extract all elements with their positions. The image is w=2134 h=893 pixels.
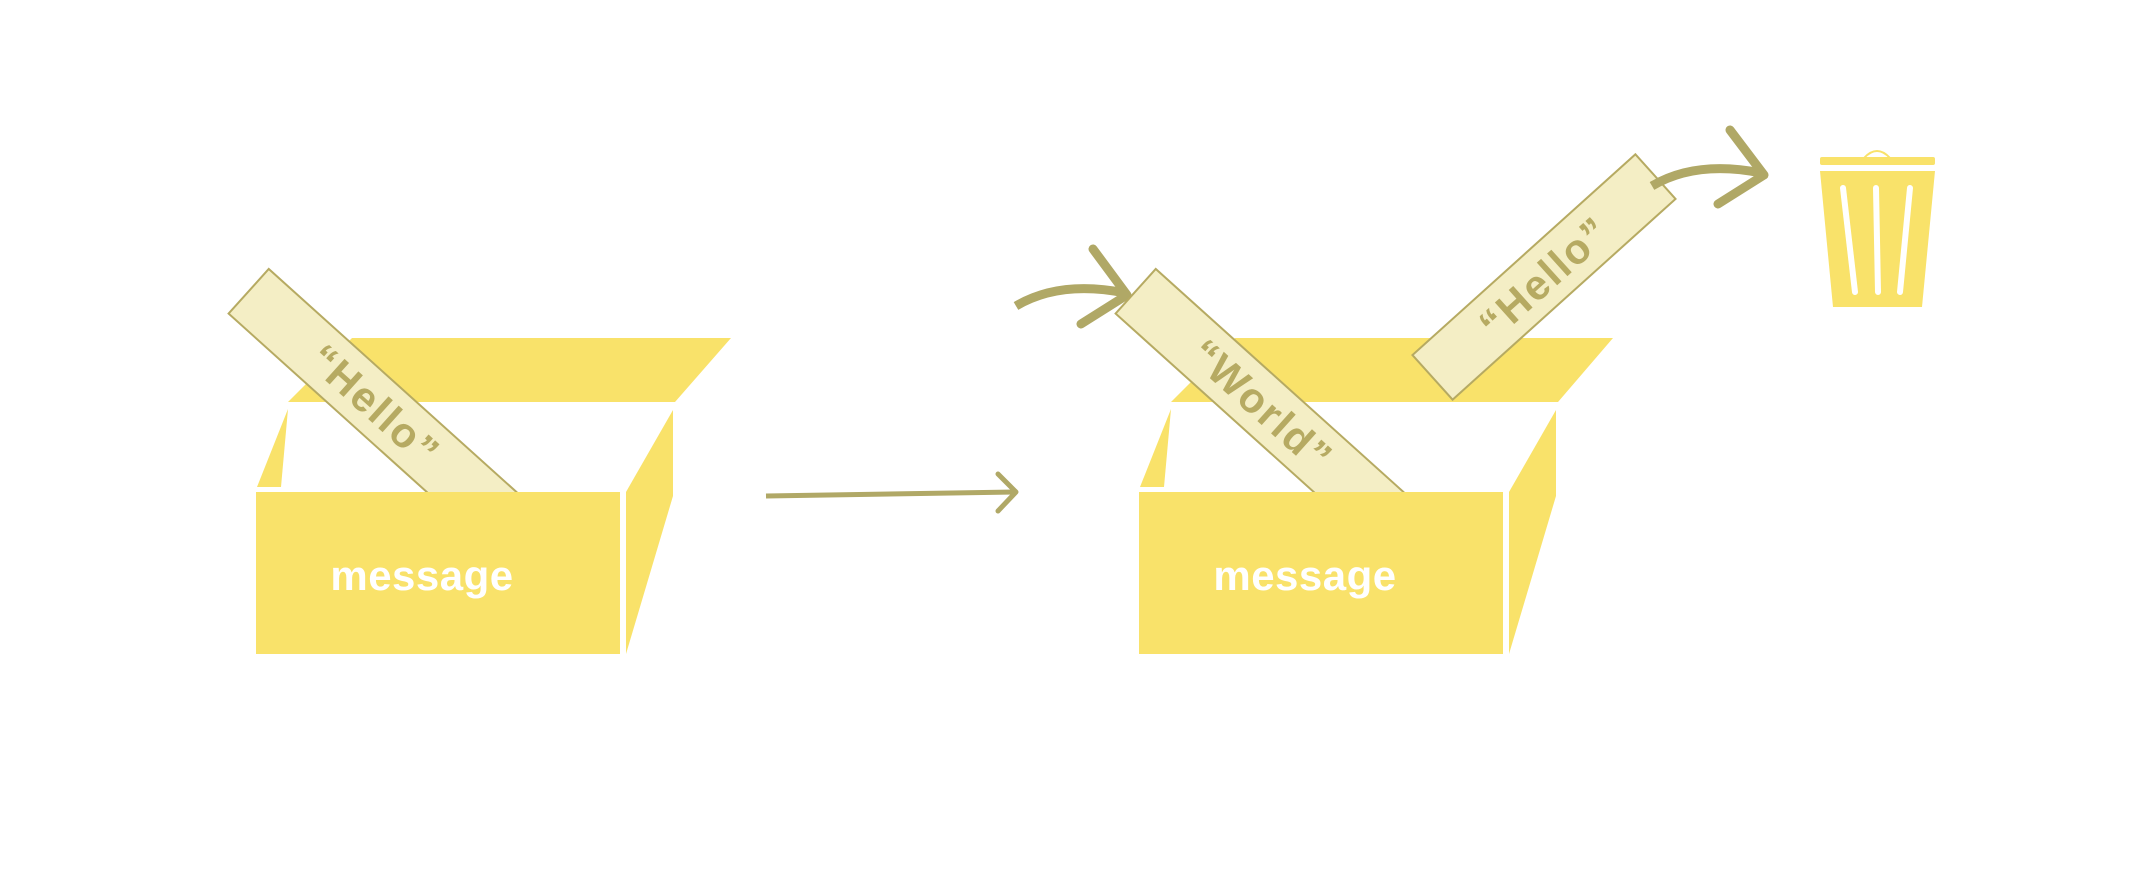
arrow-right-icon <box>765 471 1019 514</box>
box-left-label: message <box>330 552 513 599</box>
box-left: “Hello” message <box>227 267 731 654</box>
trash-lid <box>1820 157 1935 165</box>
box-right-label: message <box>1213 552 1396 599</box>
trash-can-icon <box>1820 150 1935 307</box>
box-right: “World” message <box>1114 267 1613 654</box>
trash-rib-right <box>1897 185 1913 295</box>
box-left-front <box>256 492 620 654</box>
box-right-right-panel <box>1509 410 1556 654</box>
box-left-side-flap <box>257 409 288 487</box>
arrow-right-head <box>995 471 1019 514</box>
curved-arrow-icon <box>1649 125 1769 209</box>
discard-arrow-head <box>1713 125 1769 209</box>
discard-arrow-body <box>1649 164 1762 190</box>
note-discarded-text: “Hello” <box>1470 207 1619 348</box>
insert-arrow-head <box>1076 244 1132 329</box>
box-right-front <box>1139 492 1503 654</box>
box-left-right-panel <box>626 410 673 654</box>
insert-arrow-body <box>1013 284 1126 310</box>
arrow-right-shaft <box>765 489 1016 499</box>
trash-ribs <box>1840 185 1913 295</box>
curved-arrow-icon <box>1013 244 1132 329</box>
trash-rib-left <box>1840 185 1858 295</box>
box-right-side-flap <box>1140 409 1171 487</box>
trash-handle <box>1863 150 1891 159</box>
note-discarded-paper <box>1411 152 1677 402</box>
trash-rib-middle <box>1873 185 1881 295</box>
